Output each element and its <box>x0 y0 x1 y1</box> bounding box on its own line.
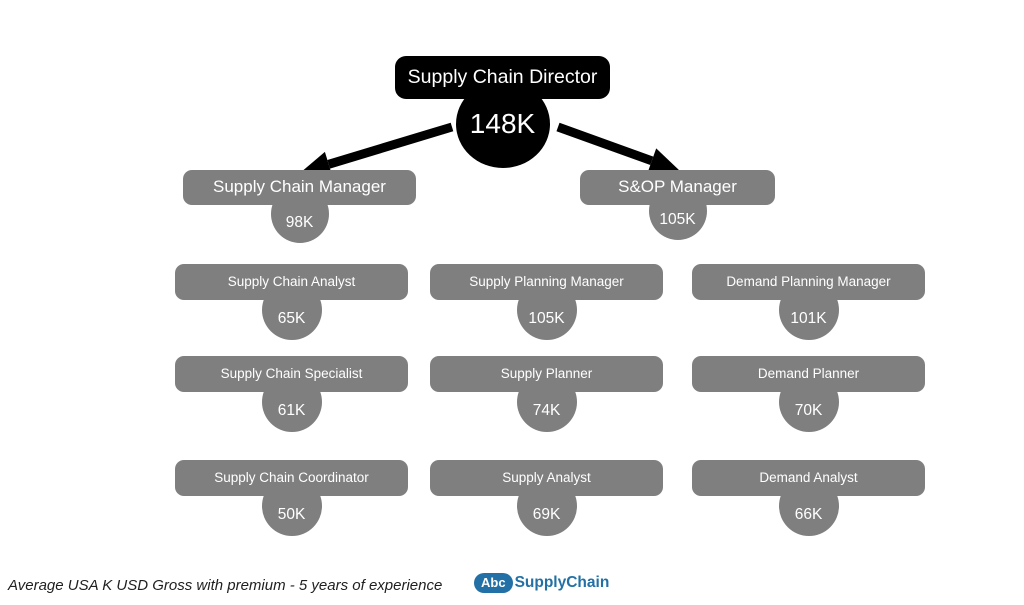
role-title: Supply Chain Analyst <box>227 273 356 289</box>
role-node-supply-planner: 74K Supply Planner <box>430 356 663 432</box>
role-title-box: Supply Analyst <box>430 460 663 496</box>
role-title: Demand Analyst <box>759 469 858 485</box>
manager-node-sandop: 105K S&OP Manager <box>580 170 775 240</box>
director-node: 148K Supply Chain Director <box>395 56 610 168</box>
role-title: Supply Planner <box>500 365 593 381</box>
role-node-supply-chain-analyst: 65K Supply Chain Analyst <box>175 264 408 340</box>
manager-title-box: Supply Chain Manager <box>183 170 416 205</box>
role-title-box: Demand Analyst <box>692 460 925 496</box>
role-salary: 69K <box>532 506 561 523</box>
role-salary: 101K <box>790 310 827 327</box>
logo-badge: Abc <box>474 573 513 593</box>
role-salary: 70K <box>794 402 823 419</box>
role-title: Supply Analyst <box>502 469 591 485</box>
role-salary: 50K <box>277 506 306 523</box>
manager-title-box: S&OP Manager <box>580 170 775 205</box>
role-title-box: Supply Planning Manager <box>430 264 663 300</box>
manager-title: S&OP Manager <box>618 177 737 197</box>
director-title: Supply Chain Director <box>407 65 598 88</box>
role-node-supply-chain-coordinator: 50K Supply Chain Coordinator <box>175 460 408 536</box>
role-salary: 66K <box>794 506 823 523</box>
brand-logo: Abc SupplyChain <box>474 573 609 593</box>
manager-salary: 105K <box>659 211 696 228</box>
role-node-supply-planning-manager: 105K Supply Planning Manager <box>430 264 663 340</box>
role-title: Demand Planning Manager <box>726 273 891 289</box>
role-title-box: Demand Planner <box>692 356 925 392</box>
role-title: Supply Chain Specialist <box>220 365 363 381</box>
director-title-box: Supply Chain Director <box>395 56 610 99</box>
role-title-box: Supply Chain Coordinator <box>175 460 408 496</box>
role-salary: 74K <box>532 402 561 419</box>
role-title-box: Supply Chain Specialist <box>175 356 408 392</box>
role-node-demand-planner: 70K Demand Planner <box>692 356 925 432</box>
role-title-box: Demand Planning Manager <box>692 264 925 300</box>
role-node-supply-analyst: 69K Supply Analyst <box>430 460 663 536</box>
role-title: Supply Chain Coordinator <box>214 469 369 485</box>
role-salary: 105K <box>528 310 565 327</box>
footer-note: Average USA K USD Gross with premium - 5… <box>8 577 443 594</box>
manager-salary: 98K <box>285 214 314 231</box>
logo-text: SupplyChain <box>514 573 610 591</box>
role-title: Supply Planning Manager <box>469 273 624 289</box>
manager-title: Supply Chain Manager <box>213 177 386 197</box>
role-node-demand-analyst: 66K Demand Analyst <box>692 460 925 536</box>
director-salary: 148K <box>469 108 536 139</box>
role-node-demand-planning-manager: 101K Demand Planning Manager <box>692 264 925 340</box>
arrow-right <box>556 122 680 174</box>
role-salary: 61K <box>277 402 306 419</box>
manager-node-supply-chain: 98K Supply Chain Manager <box>183 170 416 243</box>
role-node-supply-chain-specialist: 61K Supply Chain Specialist <box>175 356 408 432</box>
role-title-box: Supply Chain Analyst <box>175 264 408 300</box>
role-salary: 65K <box>277 310 306 327</box>
role-title: Demand Planner <box>757 365 860 381</box>
role-title-box: Supply Planner <box>430 356 663 392</box>
